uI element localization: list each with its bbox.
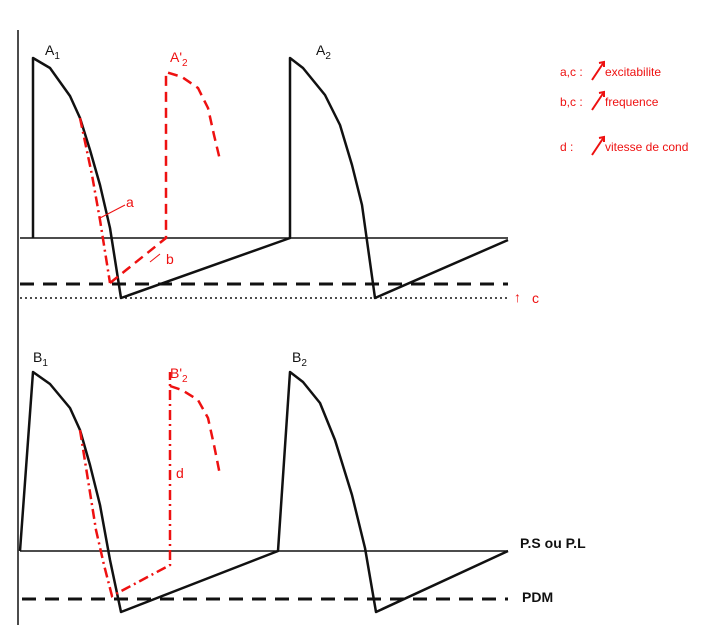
pdm-label: PDM	[522, 589, 553, 605]
bottom-black-trace	[18, 370, 509, 614]
top-red-dashdot-trace	[78, 117, 112, 284]
legend-row1-arrow-icon	[591, 60, 605, 81]
bottom-red-dashed-trace	[169, 384, 222, 476]
top-red-dashed-trace	[109, 70, 222, 284]
top-panel: A1 A'2 A2 a b c ↑	[20, 42, 539, 306]
ps-pl-label: P.S ou P.L	[520, 535, 586, 551]
mark-d: d	[176, 465, 184, 481]
legend-row2-key: b,c :	[560, 95, 583, 109]
legend-row1-key: a,c :	[560, 65, 583, 79]
bottom-panel: B1 B'2 B2 d P.S ou P.L PDM	[18, 349, 586, 614]
legend-row2-text: frequence	[605, 95, 659, 109]
label-a2: A2	[316, 42, 331, 62]
legend-row3-key: d :	[560, 140, 573, 154]
label-a2-prime: A'2	[170, 49, 188, 69]
top-black-trace	[31, 56, 509, 300]
label-b2-prime: B'2	[170, 365, 188, 385]
mark-b-pointer	[149, 253, 161, 263]
arrow-up-symbol: ↑	[514, 289, 521, 305]
mark-c: c	[532, 290, 539, 306]
mark-a: a	[126, 194, 134, 210]
mark-b: b	[166, 251, 174, 267]
legend-row3-text: vitesse de cond	[605, 140, 688, 154]
mark-a-pointer	[99, 204, 126, 219]
legend: a,c : excitabilite b,c : frequence d : v…	[560, 60, 688, 156]
legend-row2-arrow-icon	[591, 90, 605, 111]
legend-row3-arrow-icon	[591, 135, 605, 156]
bottom-red-dashdot-trace	[78, 372, 172, 598]
legend-row1-text: excitabilite	[605, 65, 661, 79]
label-b1: B1	[33, 349, 48, 369]
label-b2: B2	[292, 349, 307, 369]
label-a1: A1	[45, 42, 60, 62]
